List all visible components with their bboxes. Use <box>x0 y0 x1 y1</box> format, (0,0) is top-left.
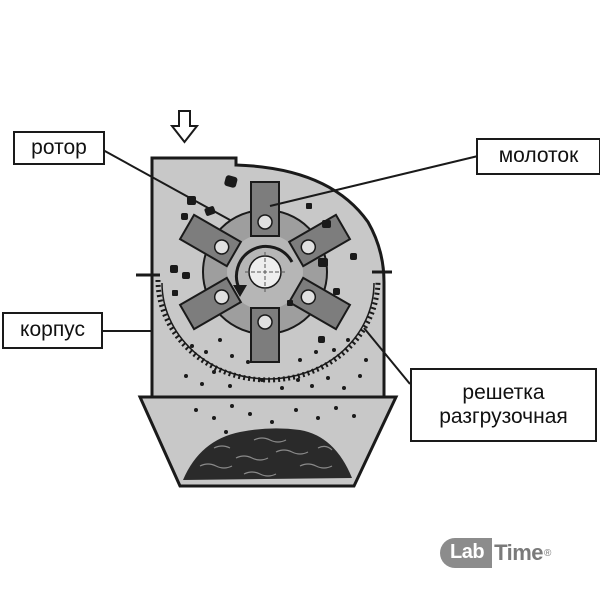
screen-inner-edge <box>161 282 375 380</box>
logo-lab-text: Lab <box>440 538 493 568</box>
hammer <box>287 213 352 268</box>
hammer <box>250 307 280 363</box>
label-body: корпус <box>2 312 103 349</box>
label-screen-line2: разгрузочная <box>439 405 568 428</box>
leader-line-rotor <box>102 149 231 221</box>
label-hammer-text: молоток <box>498 144 579 168</box>
leader-line-hammer <box>269 155 479 207</box>
fine-particles <box>184 338 368 438</box>
label-rotor: ротор <box>13 131 105 165</box>
hammer <box>178 276 243 331</box>
leader-line-screen <box>363 327 411 385</box>
material-particles <box>170 175 357 343</box>
rotation-arrow-icon <box>233 244 294 297</box>
labtime-logo: Lab Time ® <box>440 536 551 570</box>
label-hammer: молоток <box>476 138 600 175</box>
ground-material-pile <box>183 428 352 480</box>
label-screen-line1: решетка <box>462 380 545 404</box>
label-body-text: корпус <box>20 318 85 342</box>
label-rotor-text: ротор <box>31 135 87 159</box>
hammer <box>250 181 280 237</box>
label-discharge-screen: решетка разгрузочная <box>410 368 597 442</box>
pile-texture <box>199 437 333 477</box>
hammer <box>287 276 352 331</box>
feed-arrow-icon <box>169 110 200 144</box>
logo-time-text: Time <box>494 540 544 565</box>
hammer <box>178 213 243 268</box>
logo-registered-mark: ® <box>544 547 552 559</box>
